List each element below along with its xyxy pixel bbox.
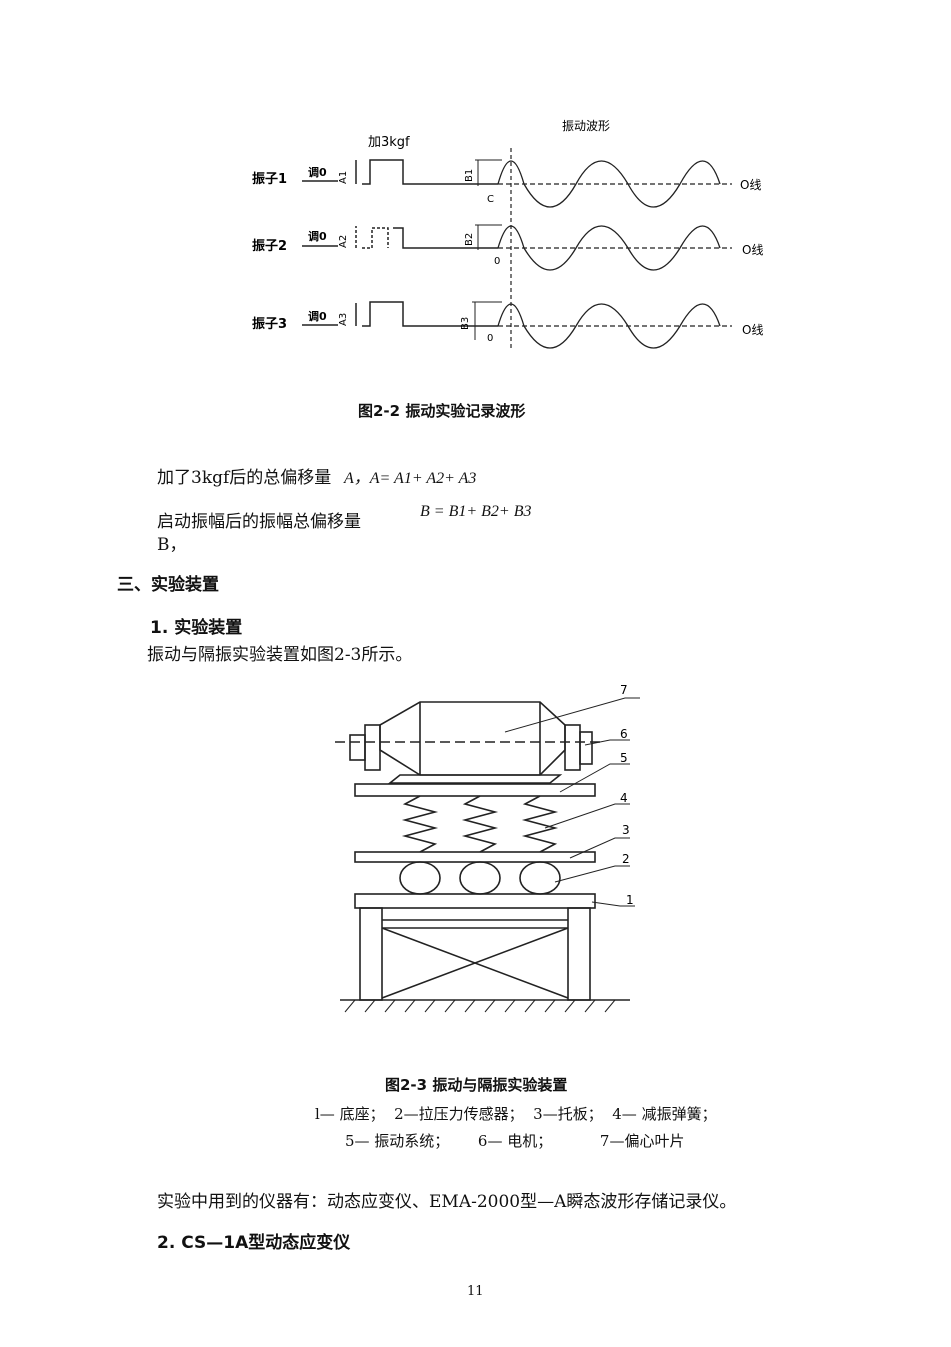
row3-zero: 0	[487, 333, 493, 344]
row1-line: O线	[740, 178, 761, 192]
apparatus-label-2: 2	[622, 852, 630, 866]
waveform-row-1: 振子1 调0 A1 B1 C O线	[252, 159, 761, 208]
section-heading: 三、实验装置	[117, 575, 219, 595]
apparatus-label-5: 5	[620, 751, 628, 765]
row1-a: A1	[338, 171, 349, 184]
apparatus-label-1: 1	[626, 893, 634, 907]
figure-2-3-caption: 图2-3 振动与隔振实验装置	[385, 1076, 568, 1094]
row3-adj: 调0	[308, 309, 327, 323]
row1-name: 振子1	[252, 171, 287, 187]
row2-line: O线	[742, 243, 763, 257]
row1-adj: 调0	[308, 165, 327, 179]
figure-2-2-caption: 图2-2 振动实验记录波形	[358, 402, 526, 420]
row2-adj: 调0	[308, 229, 327, 243]
formula-line-1-text: 加了3kgf后的总偏移量	[157, 468, 332, 488]
row1-zero: C	[487, 194, 494, 205]
apparatus-label-7: 7	[620, 683, 628, 697]
formula-line-2-continuation: B，	[157, 535, 187, 555]
figure-vibration-isolation-apparatus: 7 6 5 4 3 2 1	[335, 683, 640, 1013]
row2-a: A2	[338, 235, 349, 248]
page-number: 11	[467, 1284, 484, 1299]
instruments-text: 实验中用到的仪器有：动态应变仪、EMA-2000型—A瞬态波形存储记录仪。	[157, 1192, 737, 1212]
row1-b: B1	[464, 169, 475, 182]
waveform-row-2: 振子2 调0 A2 B2 0 O线	[252, 224, 763, 271]
row3-a: A3	[338, 313, 349, 326]
row2-b: B2	[464, 233, 475, 246]
row2-zero: 0	[494, 256, 500, 267]
subsection-1-text: 振动与隔振实验装置如图2-3所示。	[147, 645, 413, 665]
figure-2-3-legend-line-2: 5— 振动系统； 6— 电机； 7—偏心叶片	[345, 1132, 685, 1150]
subsection-2-heading: 2. CS—1A型动态应变仪	[157, 1233, 351, 1253]
apparatus-label-6: 6	[620, 727, 628, 741]
figure-2-3-legend-line-1: l— 底座； 2—拉压力传感器； 3—托板； 4— 减振弹簧；	[315, 1105, 717, 1123]
formula-line-2-text: 启动振幅后的振幅总偏移量	[157, 512, 361, 532]
apparatus-label-4: 4	[620, 791, 628, 805]
fig1-label-wave: 振动波形	[562, 119, 610, 133]
figure-vibration-waveforms: 加3kgf 振动波形 振子1 调0 A1 B1 C O线 振子2 调0 A2 B…	[252, 119, 763, 349]
formula-line-2-math: B = B1+ B2+ B3	[420, 503, 532, 520]
fig1-label-load: 加3kgf	[368, 135, 410, 150]
row3-b: B3	[460, 317, 471, 330]
row3-line: O线	[742, 323, 763, 337]
apparatus-label-3: 3	[622, 823, 630, 837]
subsection-1-heading: 1. 实验装置	[150, 618, 243, 638]
formula-line-1-math: A，A= A1+ A2+ A3	[344, 470, 477, 487]
row2-name: 振子2	[252, 238, 287, 254]
row3-name: 振子3	[252, 316, 287, 332]
waveform-row-3: 振子3 调0 A3 B3 0 O线	[252, 301, 763, 349]
